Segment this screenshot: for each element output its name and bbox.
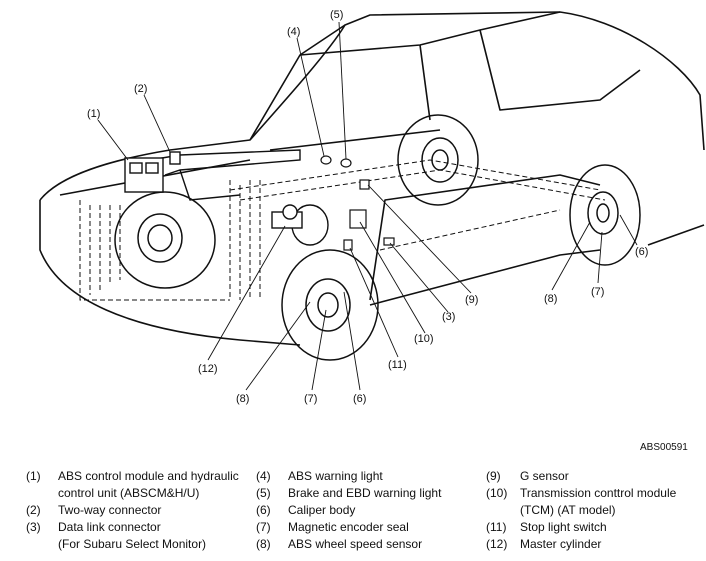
brake-lines — [79, 159, 606, 301]
callout-8a: (8) — [544, 293, 557, 305]
legend-num: (9) — [486, 469, 501, 483]
legend-item-4: (4) ABS warning light — [256, 468, 441, 485]
stop-light-switch — [343, 239, 353, 251]
legend-item-2: (2) Two-way connector — [26, 502, 239, 519]
callout-9: (9) — [465, 294, 478, 306]
legend-text-cont: (For Subaru Select Monitor) — [58, 537, 207, 551]
callout-3: (3) — [442, 311, 455, 323]
legend-item-12: (12) Master cylinder — [486, 536, 676, 553]
legend-item-6: (6) Caliper body — [256, 502, 441, 519]
legend-item-10: (10) Transmission conttrol module (TCM) (… — [486, 485, 676, 519]
callout-2: (2) — [134, 83, 147, 95]
legend-num: (2) — [26, 503, 41, 517]
callout-10: (10) — [414, 333, 434, 345]
callout-1: (1) — [87, 108, 100, 120]
legend-column-1: (1) ABS control module and hydraulic cont… — [26, 468, 239, 553]
legend-text: Two-way connector — [58, 503, 162, 517]
legend-text-cont: control unit (ABSCM&H/U) — [58, 486, 200, 500]
legend-text-cont: (TCM) (AT model) — [520, 503, 616, 517]
legend-text: Master cylinder — [520, 537, 602, 551]
leader-lines — [97, 21, 638, 391]
legend-text: Transmission conttrol module — [520, 486, 677, 500]
callout-8b: (8) — [236, 393, 249, 405]
callout-7a: (7) — [591, 286, 604, 298]
legend-num: (3) — [26, 520, 41, 534]
legend-num: (5) — [256, 486, 271, 500]
legend-num: (11) — [486, 520, 507, 534]
legend-text: Magnetic encoder seal — [288, 520, 409, 534]
transmission-control-module — [349, 209, 367, 229]
callout-12: (12) — [198, 363, 218, 375]
legend-item-11: (11) Stop light switch — [486, 519, 676, 536]
legend-column-3: (9) G sensor (10) Transmission conttrol … — [486, 468, 676, 553]
legend-num: (12) — [486, 537, 508, 551]
rear-left-wheel — [397, 114, 479, 206]
rear-right-wheel — [569, 164, 641, 266]
callout-labels: (1) (2) (3) (4) (5) (6) (6) (7) (7) (8) … — [87, 9, 648, 405]
legend-text: Data link connector — [58, 520, 161, 534]
abs-system-diagram: (1) (2) (3) (4) (5) (6) (6) (7) (7) (8) … — [39, 9, 705, 405]
legend-text: ABS wheel speed sensor — [288, 537, 423, 551]
legend-item-7: (7) Magnetic encoder seal — [256, 519, 441, 536]
legend-num: (1) — [26, 469, 41, 483]
data-link-connector — [383, 237, 395, 246]
legend-text: ABS control module and hydraulic — [58, 469, 239, 483]
legend-item-3: (3) Data link connector (For Subaru Selec… — [26, 519, 239, 553]
legend-text: Stop light switch — [520, 520, 607, 534]
abs-control-module — [124, 157, 164, 193]
callout-4: (4) — [287, 26, 300, 38]
legend-text: G sensor — [520, 469, 569, 483]
legend-text: Brake and EBD warning light — [288, 486, 442, 500]
master-cylinder — [271, 204, 329, 246]
callout-5: (5) — [330, 9, 343, 21]
figure-code: ABS00591 — [640, 442, 688, 453]
legend-num: (8) — [256, 537, 271, 551]
legend-item-9: (9) G sensor — [486, 468, 676, 485]
callout-6a: (6) — [635, 246, 648, 258]
legend-column-2: (4) ABS warning light (5) Brake and EBD … — [256, 468, 441, 553]
front-left-wheel — [114, 191, 216, 289]
legend-num: (4) — [256, 469, 271, 483]
legend-item-5: (5) Brake and EBD warning light — [256, 485, 441, 502]
legend-item-1: (1) ABS control module and hydraulic cont… — [26, 468, 239, 502]
legend-num: (6) — [256, 503, 271, 517]
legend-num: (7) — [256, 520, 271, 534]
g-sensor — [359, 179, 370, 190]
legend-text: ABS warning light — [288, 469, 383, 483]
callout-6b: (6) — [353, 393, 366, 405]
legend-item-8: (8) ABS wheel speed sensor — [256, 536, 441, 553]
warning-lights — [320, 155, 352, 168]
legend-num: (10) — [486, 486, 508, 500]
callout-7b: (7) — [304, 393, 317, 405]
callout-11: (11) — [388, 359, 407, 371]
legend-text: Caliper body — [288, 503, 356, 517]
two-way-connector — [169, 151, 181, 165]
front-right-wheel — [281, 249, 379, 361]
